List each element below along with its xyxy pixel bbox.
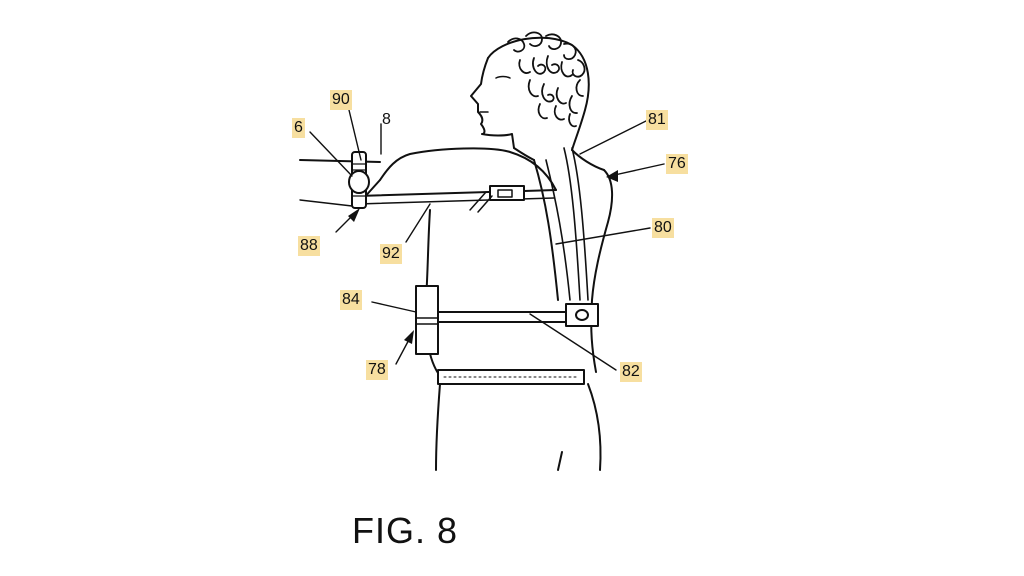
torso-hip-right — [587, 383, 602, 471]
ref-label-78: 78 — [366, 360, 388, 380]
ref-label-81: 81 — [646, 110, 668, 130]
ref-label-80: 80 — [652, 218, 674, 238]
ref-label-92: 92 — [380, 244, 402, 264]
arm-strap — [357, 189, 557, 197]
ref-label-88: 88 — [298, 236, 320, 256]
ref-label-6: 6 — [292, 118, 305, 138]
back-outline — [590, 169, 614, 373]
ref-label-8: 8 — [382, 111, 391, 128]
ref-label-76: 76 — [666, 154, 688, 174]
wrist-ring — [348, 170, 370, 194]
harness-strap — [533, 159, 559, 301]
hair-curls — [507, 31, 586, 128]
ref-label-82: 82 — [620, 362, 642, 382]
head-outline — [470, 36, 590, 151]
ref-label-84: 84 — [340, 290, 362, 310]
torso-hip-left — [435, 383, 441, 471]
torso-back-line — [557, 451, 563, 471]
leader-lines — [299, 109, 665, 371]
chest-strap-buckle — [565, 303, 599, 327]
ref-label-90: 90 — [330, 90, 352, 110]
arm-outline — [379, 147, 557, 191]
forearm-top — [299, 159, 381, 163]
harness-back-strap — [563, 147, 581, 301]
neck-front — [513, 147, 535, 161]
arrowheads — [348, 170, 618, 344]
figure-caption: FIG. 8 — [352, 510, 459, 551]
neck-back — [571, 149, 605, 171]
side-pad — [415, 285, 439, 355]
